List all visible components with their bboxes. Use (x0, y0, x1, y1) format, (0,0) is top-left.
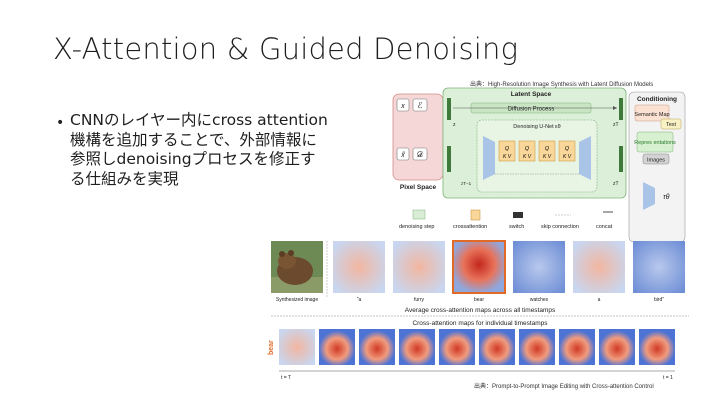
svg-text:Q: Q (505, 146, 510, 152)
avg-maps-label: Average cross-attention maps across all … (405, 307, 556, 314)
t-start-label: t = T (281, 375, 291, 381)
unet-label: Denoising U-Net εθ (513, 124, 560, 130)
encoder-label: ℰ (418, 101, 423, 110)
row-label-bear: bear (268, 340, 275, 355)
svg-text:Q: Q (545, 146, 550, 152)
avg-map-watches (513, 241, 565, 293)
avg-map-bird (633, 241, 685, 293)
legend-denoising-step: denoising step (399, 224, 434, 230)
caption-a: "a (357, 297, 362, 303)
qkv-blocks: Q K V Q K V Q K V Q K V (498, 140, 576, 162)
conditioning-label: Conditioning (637, 96, 677, 103)
legend: denoising step crossattention switch ski… (399, 209, 613, 230)
zT-label-bottom: zT (613, 181, 619, 187)
xtilde-label: x̃ (400, 152, 405, 159)
slide-title: X-Attention & Guided Denoising (53, 32, 519, 66)
unet-left-trapezoid (483, 136, 495, 180)
text-box (660, 118, 682, 130)
diffusion-process-label: Diffusion Process (508, 107, 555, 113)
representations-label: Repres entations (634, 140, 676, 146)
individual-maps-label: Cross-attention maps for individual time… (412, 320, 548, 327)
legend-crossattention: crossattention (453, 224, 487, 230)
text-label: Text (666, 122, 677, 128)
latent-space-label: Latent Space (511, 91, 552, 98)
avg-map-a2 (573, 241, 625, 293)
avg-map-a (333, 241, 385, 293)
t-end-label: t = 1 (663, 375, 673, 381)
representations-box (636, 131, 674, 153)
svg-text:K V: K V (543, 154, 552, 160)
z-bar-top (447, 98, 451, 120)
caption-bear: bear (474, 297, 484, 303)
svg-text:K V: K V (563, 154, 572, 160)
z-bar-bottom (447, 146, 451, 172)
bullet-text: CNNのレイヤー内にcross attention機構を追加することで、外部情報… (70, 111, 328, 188)
bullet-dot-icon: • (56, 115, 65, 131)
synthesized-image (271, 241, 323, 293)
svg-text:K V: K V (523, 154, 532, 160)
avg-map-furry (393, 241, 445, 293)
decoder-label: 𝒟 (417, 150, 424, 159)
encoder-box (412, 98, 428, 112)
p2p-figure: Synthesized image "a furry bear watches … (268, 240, 689, 381)
legend-concat: concat (596, 224, 613, 230)
caption-bird: bird" (654, 297, 664, 303)
svg-text:Q: Q (565, 146, 570, 152)
tau-encoder (643, 182, 655, 210)
x-input-label: x (400, 103, 405, 110)
zT1-label: zT−1 (461, 181, 472, 186)
source-top: 出典：High-Resolution Image Synthesis with … (470, 82, 654, 88)
tau-label: τθ (663, 194, 670, 201)
caption-watches: watches (530, 297, 549, 303)
svg-text:Q: Q (525, 146, 530, 152)
avg-map-bear (452, 240, 506, 294)
images-label: Images (647, 158, 665, 164)
individual-maps-row (279, 329, 675, 365)
zT-bar-bottom (619, 146, 623, 172)
z-label-top: z (453, 122, 456, 128)
semantic-map-label: Semantic Map (634, 112, 669, 118)
legend-switch: switch (509, 224, 524, 230)
ldm-figure: x ℰ x̃ 𝒟 Pixel Space Latent Space z zT D… (392, 87, 686, 243)
zT-bar-top (619, 98, 623, 120)
source-bottom: 出典：Prompt-to-Prompt Image Editing with C… (474, 384, 654, 390)
unet-panel (476, 119, 598, 193)
images-box (642, 153, 670, 165)
legend-skip-connection: skip connection (541, 224, 579, 230)
caption-synthesized: Synthesized image (276, 297, 318, 303)
decoder-box (412, 147, 428, 161)
pixel-space-label: Pixel Space (400, 184, 437, 191)
unet-right-trapezoid (579, 136, 591, 180)
semantic-map-box (634, 104, 670, 122)
caption-furry: furry (414, 297, 425, 303)
caption-a2: a (598, 297, 601, 303)
zT-label-top: zT (613, 122, 619, 128)
svg-text:K V: K V (503, 154, 512, 160)
x-input-box (396, 98, 410, 112)
xtilde-box (396, 147, 410, 161)
